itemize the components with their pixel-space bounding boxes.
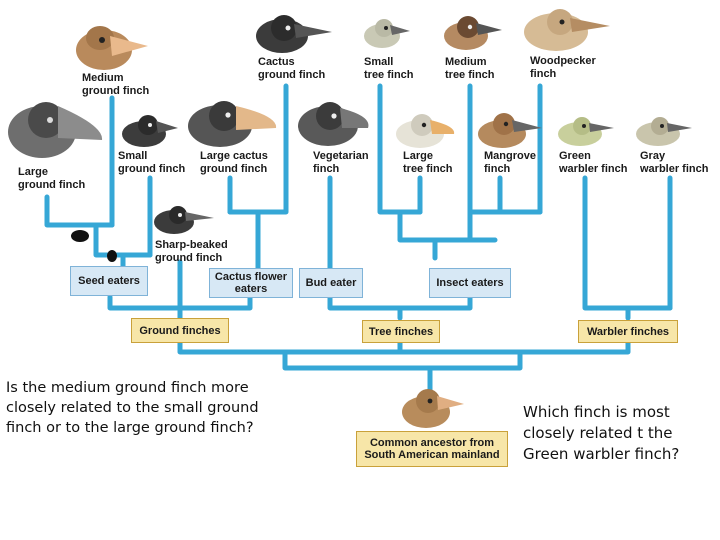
label-vegetarian-finch: Vegetarian finch xyxy=(313,150,369,175)
common-ancestor-illustration xyxy=(402,389,464,428)
label-large-ground-finch: Large ground finch xyxy=(18,166,86,191)
branch-insect-join xyxy=(427,237,498,261)
common-ancestor-label: Common ancestor from South American main… xyxy=(356,431,508,467)
question-right: Which finch is most closely related t th… xyxy=(523,403,680,463)
lineage-ground-finches: Ground finches xyxy=(131,318,229,343)
small-tree-finch-illustration xyxy=(364,19,410,48)
branch-green-warbler xyxy=(582,175,673,311)
label-small-ground-finch: Small ground finch xyxy=(118,150,186,175)
label-large-cactus-ground-finch: Large cactus ground finch xyxy=(200,150,268,175)
branch-small-tree xyxy=(377,83,423,215)
woodpecker-finch-illustration xyxy=(524,9,610,51)
vegetarian-finch-illustration xyxy=(298,102,369,146)
diet-bud-eater: Bud eater xyxy=(299,268,363,298)
label-gray-warbler-finch: Gray warbler finch xyxy=(640,150,709,175)
gray-warbler-finch-illustration xyxy=(636,117,692,146)
label-medium-ground-finch: Medium ground finch xyxy=(82,72,150,97)
lineage-tree-finches: Tree finches xyxy=(362,320,440,343)
branch-seed-join xyxy=(93,222,153,258)
cactus-ground-finch-illustration xyxy=(256,15,332,53)
small-ground-finch-illustration xyxy=(122,115,178,147)
label-sharp-beaked-ground-finch: Sharp-beaked ground finch xyxy=(155,239,228,264)
green-warbler-finch-illustration xyxy=(558,117,614,146)
branch-ancestor xyxy=(397,340,433,395)
diet-cactus-flower-eaters: Cactus flower eaters xyxy=(209,268,293,298)
label-mangrove-finch: Mangrove finch xyxy=(484,150,536,175)
branch-mangrove xyxy=(497,175,543,215)
medium-tree-finch-illustration xyxy=(444,16,502,50)
lineage-warbler-finches: Warbler finches xyxy=(578,320,678,343)
diet-seed-eaters: Seed eaters xyxy=(70,266,148,296)
node-marker-1 xyxy=(71,230,89,242)
label-cactus-ground-finch: Cactus ground finch xyxy=(258,56,326,81)
label-woodpecker-finch: Woodpecker finch xyxy=(530,55,596,80)
label-large-tree-finch: Large tree finch xyxy=(403,150,453,175)
branch-tree-pair xyxy=(397,209,473,243)
node-marker-2 xyxy=(107,250,117,262)
diet-insect-eaters: Insect eaters xyxy=(429,268,511,298)
large-cactus-ground-finch-illustration xyxy=(188,101,277,147)
branch-trunk xyxy=(177,340,631,355)
branch-tree-lineage xyxy=(327,295,473,321)
branch-cactus xyxy=(227,83,289,215)
sharp-beaked-ground-finch-illustration xyxy=(154,206,214,234)
branch-ground-tree xyxy=(282,349,523,371)
mangrove-finch-illustration xyxy=(478,113,542,148)
large-tree-finch-illustration xyxy=(396,114,455,148)
label-green-warbler-finch: Green warbler finch xyxy=(559,150,628,175)
medium-ground-finch-illustration xyxy=(76,26,148,70)
branch-large-ground xyxy=(44,194,83,228)
question-left: Is the medium ground finch more closely … xyxy=(6,380,259,436)
label-small-tree-finch: Small tree finch xyxy=(364,56,414,81)
label-medium-tree-finch: Medium tree finch xyxy=(445,56,495,81)
large-ground-finch-illustration xyxy=(8,102,103,158)
